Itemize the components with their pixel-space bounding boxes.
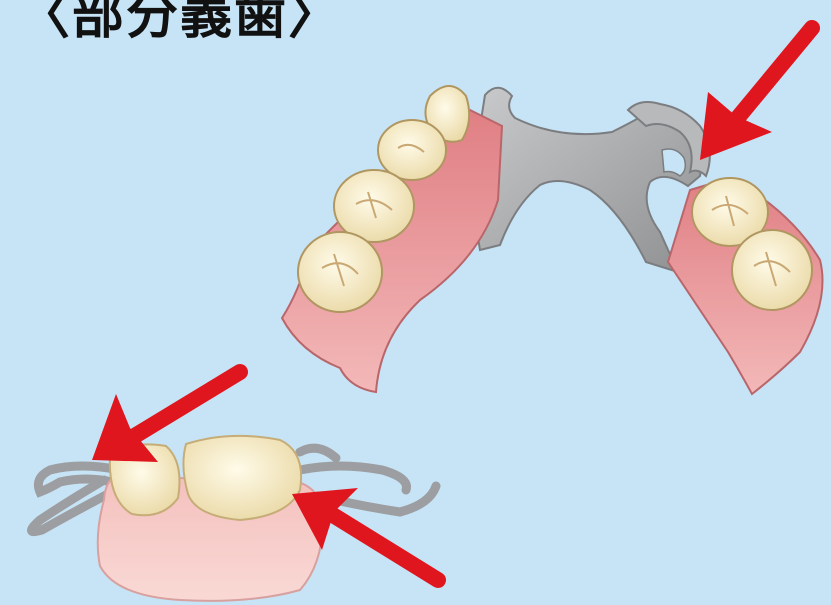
arrow-upper-clasp <box>700 28 812 160</box>
lower-partial-denture-icon <box>31 436 436 601</box>
